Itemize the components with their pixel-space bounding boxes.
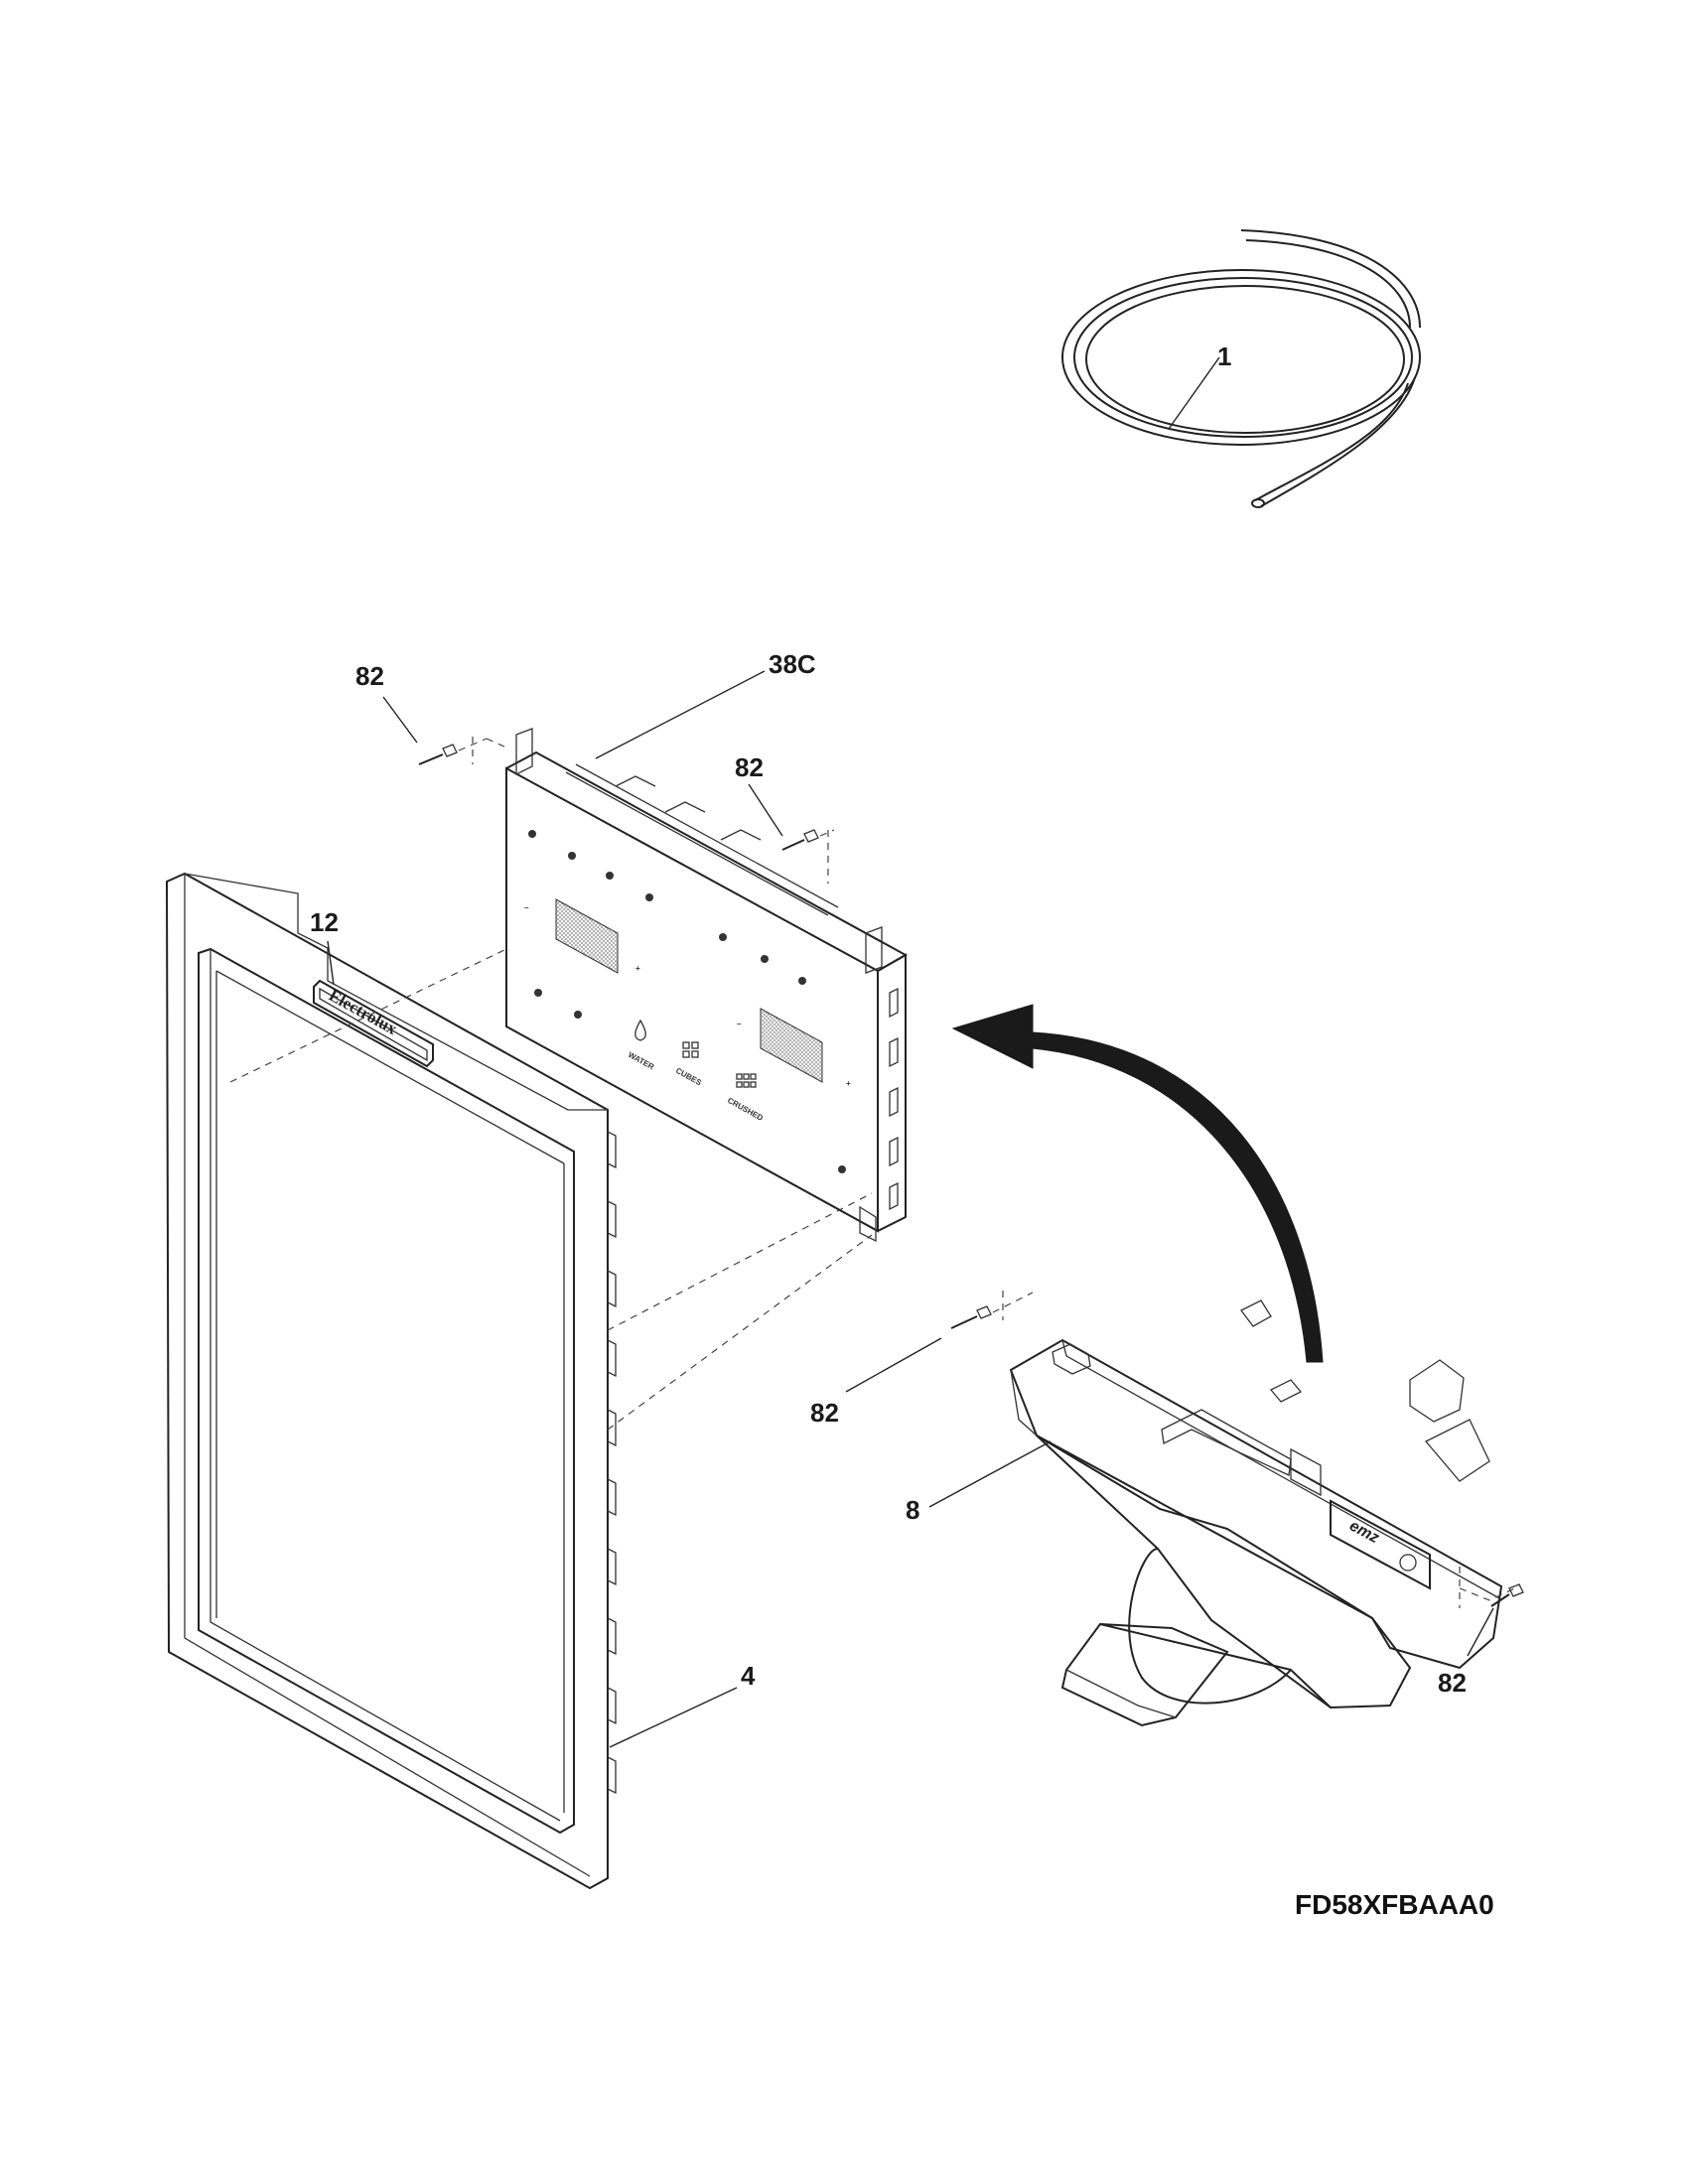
leader-frame: [609, 1687, 738, 1748]
leader-badge: [327, 940, 335, 986]
leader-control-board: [595, 670, 766, 759]
callout-tubing: 1: [1217, 341, 1231, 371]
panel-label-water: WATER: [627, 1050, 655, 1072]
minus-sign: –: [737, 1020, 742, 1028]
callout-screw-actuator-right: 82: [1438, 1668, 1467, 1698]
leader-screw-top-right: [748, 783, 783, 837]
part-screw: [781, 829, 835, 884]
callout-screw-actuator-left: 82: [810, 1398, 839, 1428]
callout-actuator: 8: [906, 1495, 919, 1525]
panel-label-cubes: CUBES: [674, 1066, 703, 1088]
assembly-arrow: [951, 1004, 1324, 1363]
plus-sign: +: [846, 1079, 851, 1088]
part-actuator: emz: [1009, 1299, 1503, 1727]
model-number: FD58XFBAAA0: [1295, 1889, 1494, 1920]
part-tubing: [1061, 229, 1421, 508]
leader-tubing: [1168, 356, 1220, 430]
callout-screw-top-left: 82: [355, 661, 384, 691]
assembly-line: [607, 1192, 873, 1331]
leader-screw-actuator-right: [1467, 1607, 1494, 1657]
part-screw: [950, 1291, 1034, 1329]
panel-label-crushed: CRUSHED: [726, 1096, 765, 1123]
part-screw: [418, 737, 505, 765]
callout-frame: 4: [741, 1661, 756, 1691]
leader-screw-top-left: [382, 696, 418, 744]
part-screw: [1459, 1567, 1524, 1608]
callout-screw-top-right: 82: [735, 752, 764, 782]
part-frame: [165, 872, 617, 1890]
plus-sign: +: [635, 964, 640, 973]
part-control-board: WATER CUBES CRUSHED – + – +: [505, 728, 909, 1243]
assembly-line: [607, 1234, 873, 1431]
minus-sign: –: [524, 903, 529, 912]
callout-control-board: 38C: [769, 649, 816, 679]
leader-screw-actuator-left: [845, 1337, 942, 1393]
actuator-logo: emz: [1346, 1518, 1381, 1548]
callout-badge: 12: [310, 907, 339, 937]
leader-actuator: [928, 1440, 1052, 1508]
part-badge: Electrolux: [313, 979, 434, 1068]
